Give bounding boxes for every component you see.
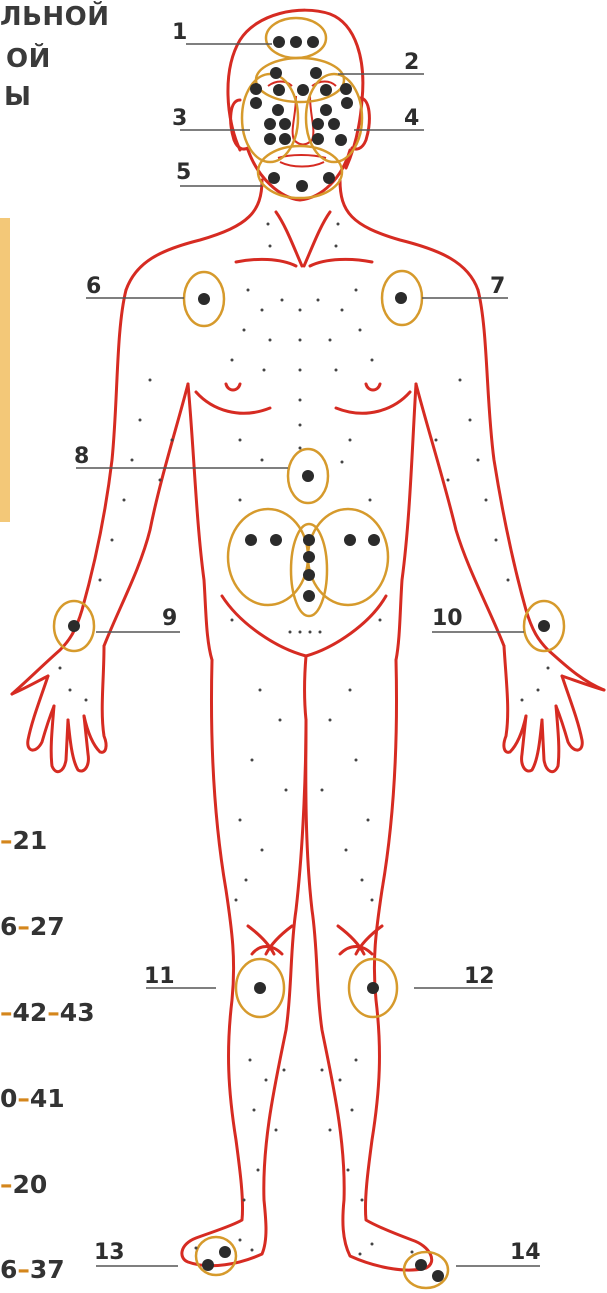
callout-13: 13 (94, 1240, 125, 1265)
minor-points (59, 223, 550, 1256)
callout-8: 8 (74, 444, 89, 469)
callout-3: 3 (172, 106, 187, 131)
zone-13 (196, 1237, 236, 1275)
callout-4: 4 (404, 106, 419, 131)
callout-11: 11 (144, 964, 175, 989)
callout-2: 2 (404, 50, 419, 75)
acupoints (68, 36, 550, 1282)
callout-6: 6 (86, 274, 101, 299)
zone-abdomen-right (308, 509, 388, 605)
body-outline (12, 10, 604, 1270)
callout-14: 14 (510, 1240, 541, 1265)
zone-2 (256, 58, 344, 102)
callout-5: 5 (176, 160, 191, 185)
zone-abdomen-left (228, 509, 308, 605)
callout-12: 12 (464, 964, 495, 989)
callout-1: 1 (172, 20, 187, 45)
callout-9: 9 (162, 606, 177, 631)
callout-7: 7 (490, 274, 505, 299)
callout-10: 10 (432, 606, 463, 631)
zones (54, 18, 564, 1288)
